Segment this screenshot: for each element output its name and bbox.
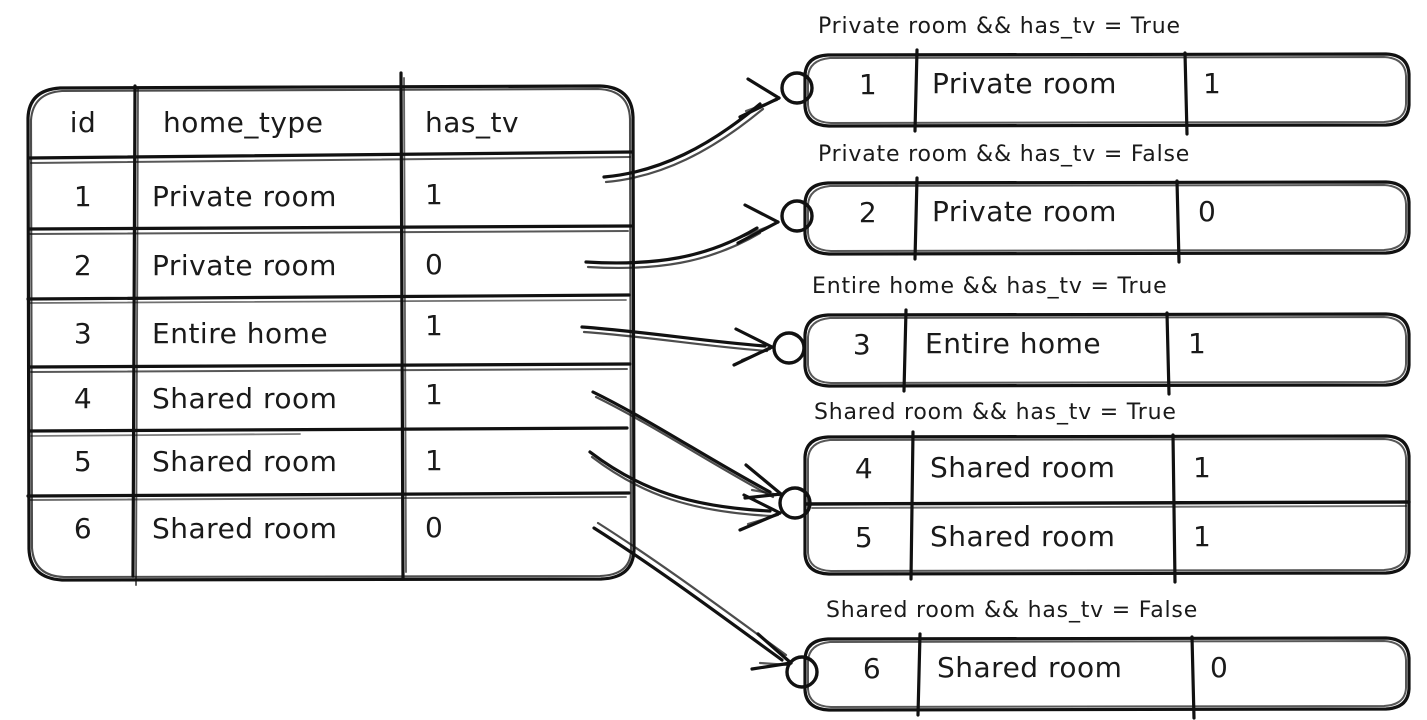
connector-row-1 (602, 77, 781, 184)
group-row-home-type: Shared room (930, 520, 1116, 553)
group-row-has-tv: 1 (1203, 67, 1222, 100)
source-table-row-divider-3b (30, 368, 628, 373)
group-row-home-type: Private room (932, 67, 1117, 100)
source-table-row-divider-4 (27, 426, 629, 433)
source-table-border-sketch2 (29, 87, 633, 579)
source-row-id: 5 (73, 445, 93, 478)
source-row-id: 4 (73, 382, 93, 415)
connector-row-5 (588, 450, 782, 532)
group-row-has-tv: 0 (1198, 195, 1217, 228)
source-row-has-tv: 0 (425, 511, 444, 544)
source-row-has-tv: 1 (425, 178, 444, 211)
source-table-row-divider-header (27, 150, 634, 160)
group-label: Shared room && has_tv = False (826, 598, 1199, 623)
connector-row-3 (580, 325, 774, 367)
source-table-header-home-type: home_type (163, 106, 324, 139)
source-row-home-type: Shared room (152, 382, 338, 415)
source-table-col-divider-2 (399, 71, 405, 580)
source-table-border (26, 84, 636, 582)
source-table-row-divider-1b (29, 230, 629, 235)
group-box-2-col-divider-2 (1175, 179, 1181, 264)
group-box-4-col-divider-1 (909, 430, 915, 581)
connector-row-2 (584, 203, 780, 270)
source-table-row-divider-2 (26, 293, 631, 301)
source-table-row-divider-4b (30, 433, 301, 437)
group-box-1-anchor-circle-b (797, 72, 814, 105)
source-table-row-divider-2b (29, 299, 627, 304)
group-label: Private room && has_tv = True (818, 14, 1181, 39)
group-box-5-anchor-circle-b (802, 656, 819, 689)
group-box-3-border-b (807, 316, 1407, 384)
group-box-4-row-divider-b (811, 505, 1407, 509)
group-row-home-type: Shared room (937, 651, 1123, 684)
group-row-has-tv: 0 (1210, 651, 1229, 684)
group-box-3-col-divider-1 (902, 308, 908, 393)
source-row-home-type: Shared room (152, 445, 338, 478)
group-row-id: 6 (862, 652, 882, 685)
group-box-2-border (803, 180, 1411, 256)
source-table-row-divider-5b (29, 496, 627, 501)
group-row-home-type: Shared room (930, 451, 1116, 484)
connector-row-6 (592, 521, 793, 671)
group-row-home-type: Private room (932, 195, 1117, 228)
source-row-id: 6 (73, 512, 93, 545)
group-box-2-col-divider-1 (913, 176, 919, 261)
group-box-4-anchor-circle-b (795, 487, 812, 520)
source-table-col-divider-1b (135, 87, 139, 586)
source-row-home-type: Entire home (152, 317, 329, 350)
group-box-4-border (803, 434, 1411, 576)
group-box-5-border (803, 636, 1411, 712)
group-box-2-border-b (807, 184, 1407, 252)
group-box-4-col-divider-2 (1171, 433, 1177, 584)
group-row-id: 3 (852, 328, 872, 361)
source-table-header-id: id (69, 106, 97, 139)
group-label: Shared room && has_tv = True (814, 400, 1177, 425)
source-row-home-type: Private room (152, 180, 337, 213)
group-box-1-col-divider-1 (913, 48, 919, 133)
group-row-has-tv: 1 (1193, 451, 1212, 484)
group-box-1-col-divider-2 (1183, 51, 1189, 136)
source-table-col-divider-1 (131, 84, 137, 578)
group-row-id: 1 (858, 68, 878, 101)
group-row-home-type: Entire home (925, 327, 1102, 360)
source-row-id: 1 (73, 180, 93, 213)
group-row-id: 4 (854, 452, 874, 485)
source-row-id: 2 (73, 249, 93, 282)
source-row-home-type: Shared room (152, 512, 338, 545)
group-box-1-border (803, 52, 1411, 128)
group-label: Entire home && has_tv = True (812, 274, 1168, 299)
source-table-row-divider-1 (27, 224, 633, 231)
source-table-col-divider-2b (403, 77, 407, 573)
group-box-4-row-divider (804, 500, 1411, 506)
source-table-row-divider-header-b (30, 156, 631, 164)
group-box-3-anchor-circle-b (789, 332, 806, 365)
source-table-row-divider-5 (26, 491, 631, 498)
group-box-3-border (803, 312, 1411, 388)
group-row-id: 2 (858, 196, 878, 229)
group-box-1-border-b (807, 56, 1407, 124)
group-row-has-tv: 1 (1193, 520, 1212, 553)
group-box-5-col-divider-1 (916, 632, 922, 717)
source-table-header-has-tv: has_tv (425, 106, 520, 139)
group-label: Private room && has_tv = False (818, 142, 1191, 167)
source-row-home-type: Private room (152, 249, 337, 282)
source-row-id: 3 (73, 317, 93, 350)
group-box-2-anchor-circle-b (797, 200, 814, 233)
group-box-3-col-divider-2 (1165, 311, 1171, 396)
group-row-id: 5 (854, 521, 874, 554)
source-row-has-tv: 1 (425, 378, 444, 411)
source-table-row-divider-3 (27, 362, 632, 369)
source-row-has-tv: 1 (425, 309, 444, 342)
source-row-has-tv: 1 (425, 444, 444, 477)
group-box-5-col-divider-2 (1190, 635, 1196, 720)
source-row-has-tv: 0 (425, 248, 444, 281)
group-box-4-border-b (807, 438, 1407, 572)
group-row-has-tv: 1 (1188, 327, 1207, 360)
group-box-5-border-b (807, 640, 1407, 708)
connector-row-4 (591, 390, 783, 500)
